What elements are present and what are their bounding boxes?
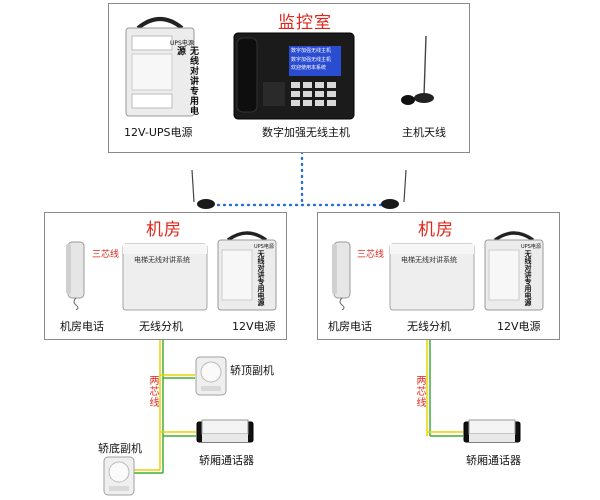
car-intercom-right: [463, 418, 521, 446]
wireless-extension-right: 电梯无线对讲系统: [389, 243, 475, 311]
machine-phone-label-left: 机房电话: [60, 320, 104, 333]
ups-power-unit: UPS电源 无线对讲专用电源: [124, 14, 198, 118]
machine-room-right-title: 机房: [418, 220, 454, 240]
host-screen-line1: 数字加强无线主机: [291, 48, 332, 54]
power-text-left: 无线对讲专用电源: [257, 250, 265, 306]
wire3-label-left: 三芯线: [92, 250, 120, 260]
wire2-label-right: 两芯线: [414, 375, 425, 408]
right-relay-antenna-icon: [380, 169, 416, 210]
extension-label-right: 无线分机: [407, 320, 451, 333]
ups-vertical-text: 无线对讲专用电源: [175, 46, 198, 116]
monitor-room-title: 监控室: [278, 13, 332, 33]
antenna-label: 主机天线: [402, 126, 446, 139]
car-top-speaker-label: 轿顶副机: [230, 364, 274, 377]
host-screen-line2: 数字加强无线主机: [291, 57, 332, 63]
machine-phone-label-right: 机房电话: [328, 320, 372, 333]
car-intercom-label-right: 轿厢通话器: [466, 454, 521, 467]
car-top-speaker: [195, 356, 227, 396]
wireless-host-unit: 数字加强无线主机 数字加强无线主机 欢迎使用本系统: [233, 32, 355, 120]
power-text-right: 无线对讲专用电源: [524, 250, 532, 306]
power-label-left: 12V电源: [232, 320, 276, 333]
machine-room-phone-left: [64, 240, 88, 311]
power-badge-left: UPS电源: [254, 244, 274, 250]
wire3-label-right: 三芯线: [357, 250, 385, 260]
extension-label-left: 无线分机: [139, 320, 183, 333]
car-bottom-speaker-label: 轿底副机: [98, 442, 142, 455]
machine-room-left-title: 机房: [146, 220, 182, 240]
car-bottom-speaker: [103, 456, 135, 496]
wireless-extension-left: 电梯无线对讲系统: [122, 243, 208, 311]
machine-room-phone-right: [330, 240, 354, 311]
host-label: 数字加强无线主机: [262, 126, 350, 139]
power-unit-left: UPS电源 无线对讲专用电源: [216, 228, 278, 312]
host-screen-line3: 欢迎使用本系统: [291, 65, 327, 71]
power-badge-right: UPS电源: [521, 244, 541, 250]
extension-text-left: 电梯无线对讲系统: [134, 256, 190, 264]
car-intercom-left: [196, 418, 254, 446]
wire2-label-left: 两芯线: [147, 375, 158, 408]
host-antenna: [398, 35, 438, 112]
ups-badge: UPS电源: [170, 40, 194, 47]
left-relay-antenna-icon: [184, 169, 220, 210]
car-intercom-label-left: 轿厢通话器: [199, 454, 254, 467]
extension-text-right: 电梯无线对讲系统: [401, 256, 457, 264]
power-unit-right: UPS电源 无线对讲专用电源: [483, 228, 545, 312]
power-label-right: 12V电源: [497, 320, 541, 333]
ups-label: 12V-UPS电源: [124, 126, 193, 139]
